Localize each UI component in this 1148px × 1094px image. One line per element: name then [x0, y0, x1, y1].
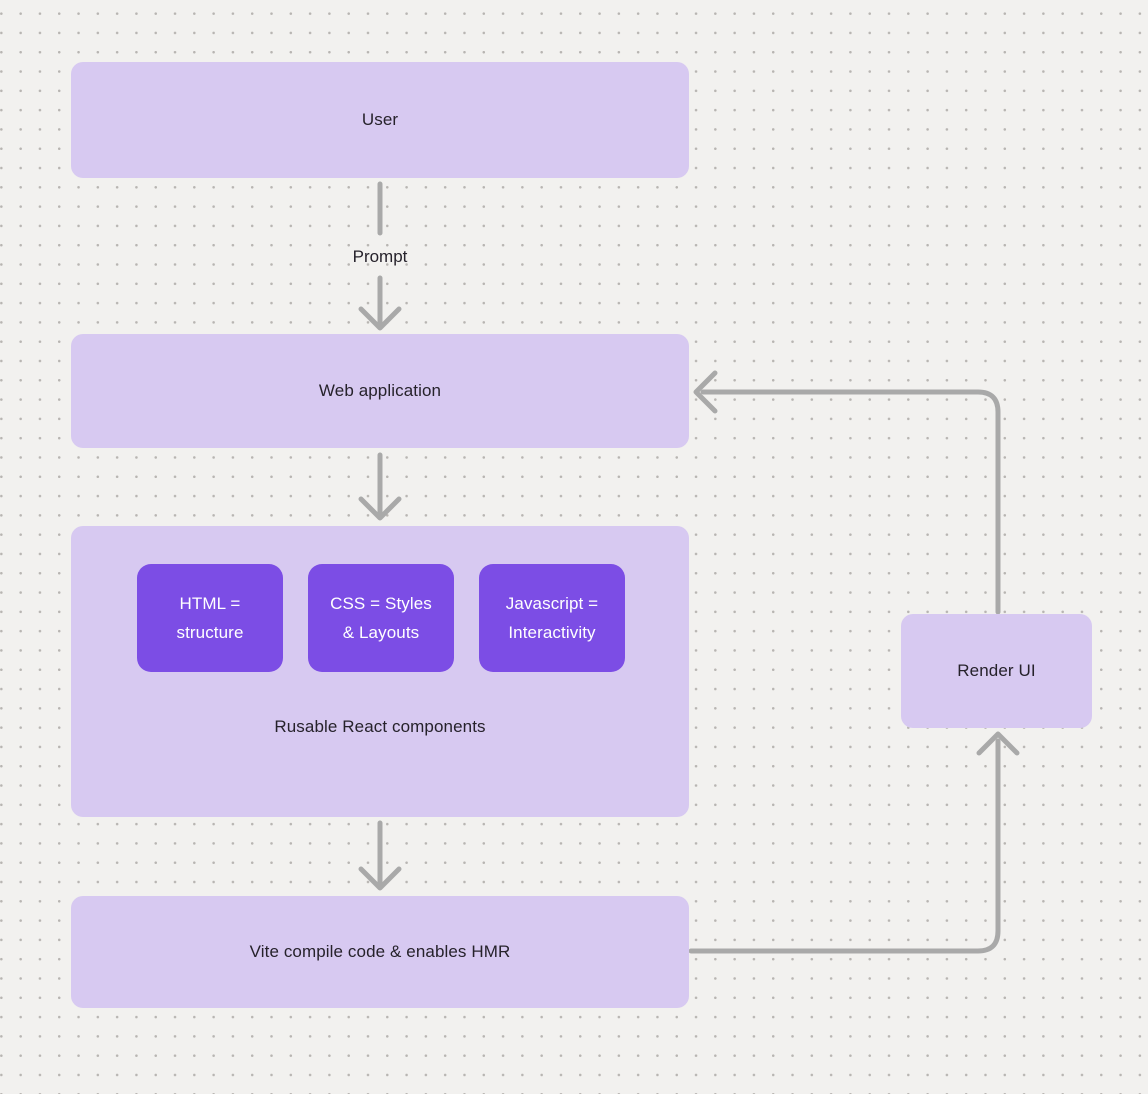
node-css-styles[interactable]: CSS = Styles & Layouts: [308, 564, 454, 672]
edge-segment: [688, 738, 1001, 954]
edge-components-to-vite[interactable]: [358, 820, 402, 891]
node-html-structure-line1: HTML =: [179, 594, 241, 613]
node-html-structure-line2: structure: [176, 623, 244, 642]
node-javascript-interactivity-line2: Interactivity: [508, 623, 596, 642]
node-javascript-interactivity[interactable]: Javascript = Interactivity: [479, 564, 625, 672]
arrowhead-down-icon: [358, 306, 402, 331]
node-components-group[interactable]: HTML = structure CSS = Styles & Layouts …: [71, 526, 689, 817]
edge-vite-to-renderui[interactable]: [688, 731, 1020, 954]
edge-webapp-to-components[interactable]: [358, 452, 402, 521]
node-vite-compile[interactable]: Vite compile code & enables HMR: [71, 896, 689, 1008]
node-vite-compile-label: Vite compile code & enables HMR: [249, 942, 511, 961]
node-user[interactable]: User: [71, 62, 689, 178]
components-group-caption: Rusable React components: [274, 717, 486, 736]
node-css-styles-line2: & Layouts: [342, 623, 420, 642]
node-html-structure[interactable]: HTML = structure: [137, 564, 283, 672]
node-web-application-label: Web application: [318, 381, 442, 400]
node-web-application[interactable]: Web application: [71, 334, 689, 448]
node-javascript-interactivity-line1: Javascript =: [505, 594, 599, 613]
arrowhead-up-icon: [976, 731, 1020, 756]
node-render-ui-label: Render UI: [957, 661, 1036, 680]
edge-renderui-to-webapp[interactable]: [693, 370, 1001, 615]
node-css-styles-line1: CSS = Styles: [330, 594, 432, 613]
node-user-label: User: [361, 110, 399, 129]
arrowhead-down-icon: [358, 866, 402, 891]
arrowhead-down-icon: [358, 496, 402, 521]
edge-label-prompt[interactable]: Prompt: [352, 247, 408, 266]
arrowhead-left-icon: [693, 370, 718, 414]
edge-segment: [700, 389, 1001, 615]
edge-user-to-webapp[interactable]: [358, 181, 402, 331]
components-row: HTML = structure CSS = Styles & Layouts …: [137, 564, 625, 672]
node-render-ui[interactable]: Render UI: [901, 614, 1092, 728]
